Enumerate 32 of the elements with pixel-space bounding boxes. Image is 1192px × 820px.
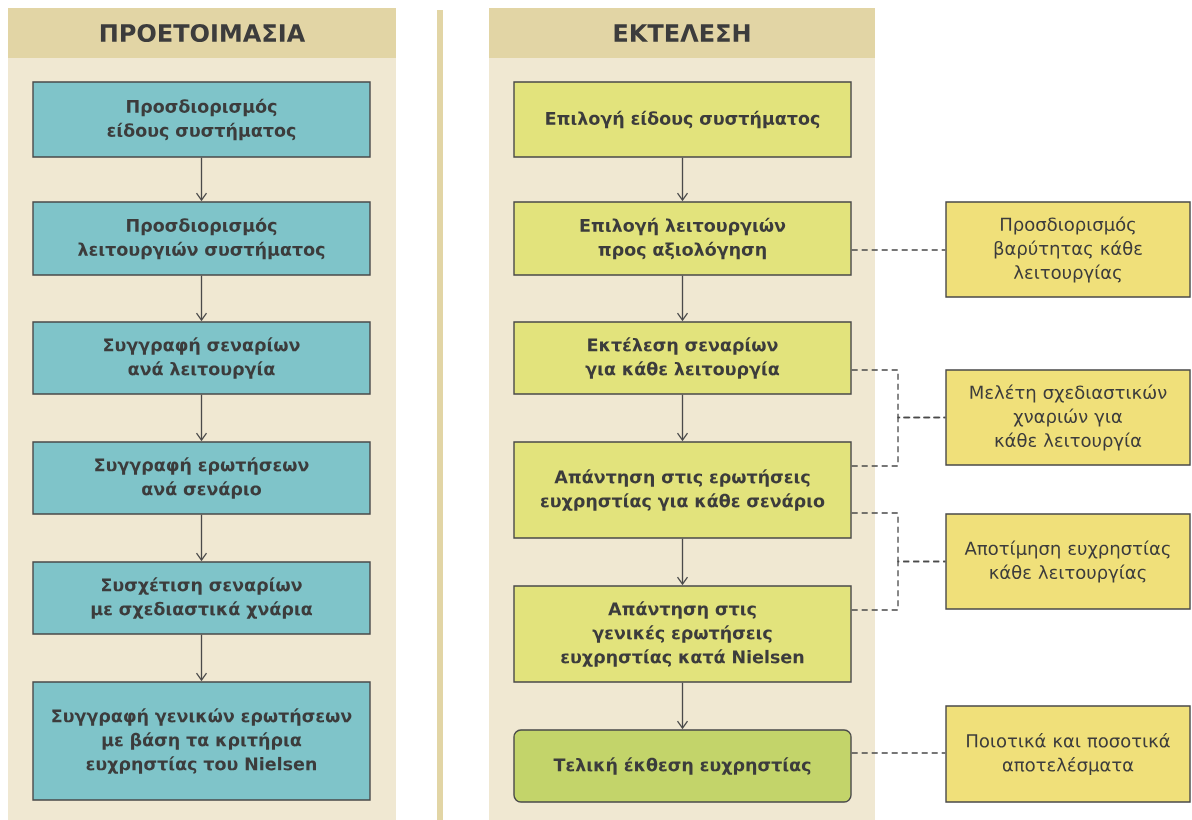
process-box: Συσχέτιση σεναρίων με σχεδιαστικά χνάρια — [32, 561, 371, 635]
arrow — [676, 538, 689, 586]
process-box: Απάντηση στις ερωτήσεις ευχρηστίας για κάθε σενάριο — [513, 441, 852, 539]
process-box: Προσδιορισμός λειτουργιών συστήματος — [32, 201, 371, 276]
process-box: Συγγραφή γενικών ερωτήσεων με βάση τα κριτήρια ευχρηστίας του Nielsen — [32, 681, 371, 801]
result-box: Τελική έκθεση ευχρηστίας — [513, 729, 852, 803]
dashed-connector — [851, 560, 946, 611]
note-box: Ποιοτικά και ποσοτικά αποτελέσματα — [945, 705, 1191, 803]
process-box: Εκτέλεση σεναρίων για κάθε λειτουργία — [513, 321, 852, 395]
process-box: Συγγραφή ερωτήσεων ανά σενάριο — [32, 441, 371, 515]
note-box: Αποτίμηση ευχρηστίας κάθε λειτουργίας — [945, 513, 1191, 610]
process-box: Συγγραφή σεναρίων ανά λειτουργία — [32, 321, 371, 395]
process-box: Προσδιορισμός είδους συστήματος — [32, 81, 371, 158]
note-box: Προσδιορισμός βαρύτητας κάθε λειτουργίας — [945, 201, 1191, 298]
arrow — [195, 634, 208, 682]
arrow — [195, 514, 208, 562]
arrow — [676, 275, 689, 322]
note-box: Μελέτη σχεδιαστικών χναριών για κάθε λειτουργία — [945, 369, 1191, 466]
process-box: Απάντηση στις γενικές ερωτήσεις ευχρηστίας κατά Nielsen — [513, 585, 852, 683]
arrow — [676, 394, 689, 442]
process-box: Επιλογή είδους συστήματος — [513, 81, 852, 158]
arrow — [195, 275, 208, 322]
arrow — [195, 394, 208, 442]
dashed-connector — [851, 416, 946, 467]
node-label: ΠΡΟΕΤΟΙΜΑΣΙΑ — [100, 23, 306, 43]
arrow — [676, 682, 689, 730]
node-label: ΕΚΤΕΛΕΣΗ — [614, 24, 750, 42]
arrow — [195, 157, 208, 202]
dashed-connector — [851, 249, 946, 251]
process-box: Επιλογή λειτουργιών προς αξιολόγηση — [513, 201, 852, 276]
dashed-connector — [851, 752, 946, 754]
arrow — [676, 157, 689, 202]
